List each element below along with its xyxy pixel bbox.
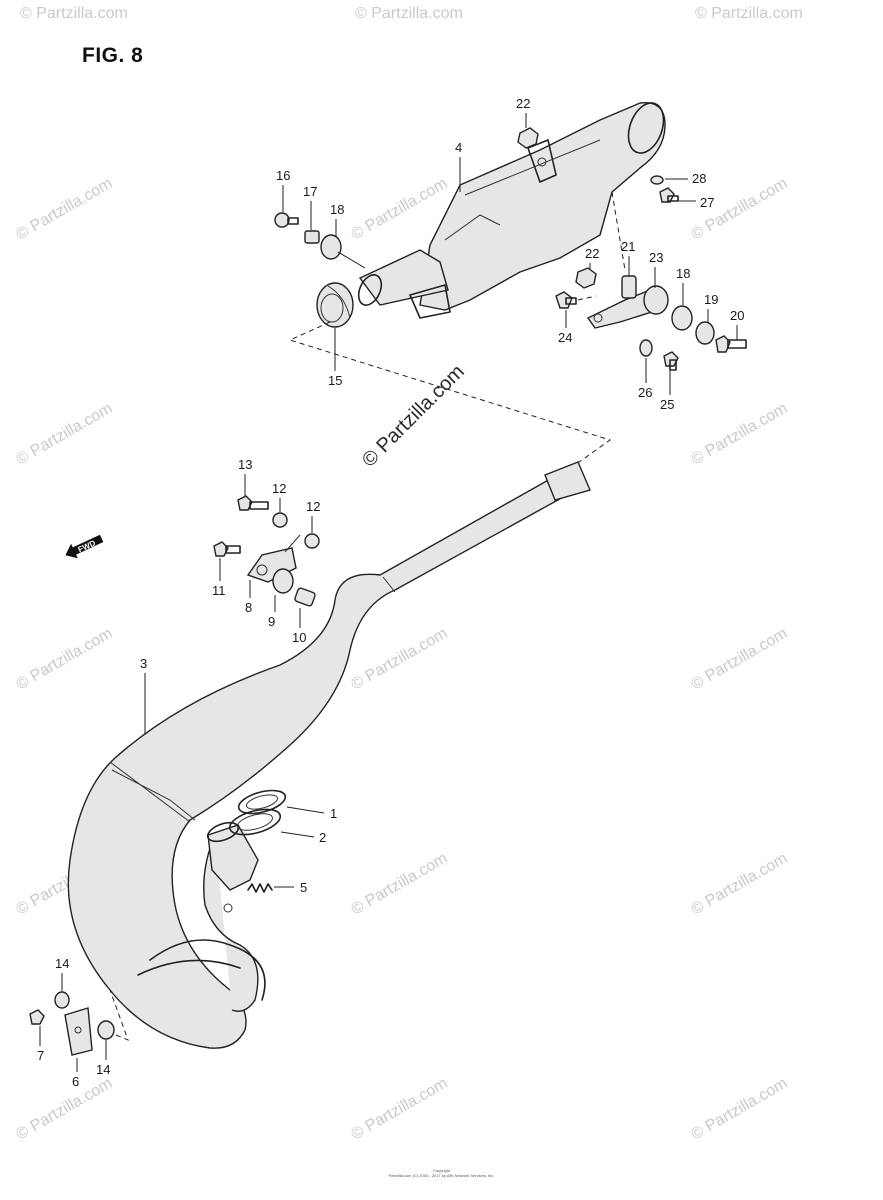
callout-label: 14 (55, 956, 69, 971)
assembly-line (109, 989, 129, 1041)
damper-part-18-right (671, 305, 693, 331)
gasket-part-1 (237, 789, 287, 815)
copyright-footer: Copyright Partzilla.com (C) 2004 - 2017 … (0, 1168, 883, 1178)
bolt-part-16 (274, 212, 299, 228)
gasket-part-2 (228, 808, 282, 836)
watermark: © Partzilla.com (689, 400, 791, 469)
assembly-line (288, 321, 612, 466)
washer-part-14-bottom (97, 1020, 115, 1040)
callout-label: 4 (455, 140, 462, 155)
callout-label: 13 (238, 457, 252, 472)
collar-part-19 (695, 321, 715, 345)
assembly-line (577, 295, 597, 301)
callout-label: 18 (676, 266, 690, 281)
callout-label: 19 (704, 292, 718, 307)
watermark: © Partzilla.com (689, 1075, 791, 1144)
watermark: © Partzilla.com (20, 5, 128, 22)
bolt-part-11 (213, 541, 241, 557)
callout-label: 26 (638, 385, 652, 400)
watermark: © Partzilla.com (689, 850, 791, 919)
damper-part-9 (272, 568, 294, 594)
watermark: © Partzilla.com (355, 5, 463, 22)
grommet-part-15 (316, 282, 354, 328)
callout-label: 27 (700, 195, 714, 210)
callout-label: 24 (558, 330, 572, 345)
leader (337, 251, 366, 269)
copyright-line: Copyright (432, 1168, 451, 1173)
svg-text:FWD: FWD (77, 538, 98, 554)
nut-part-22-bottom (575, 267, 597, 289)
bolt-part-27 (659, 187, 679, 203)
collar-part-17 (304, 230, 320, 244)
callout-label: 22 (585, 246, 599, 261)
callout-label: 28 (692, 171, 706, 186)
callout-label: 25 (660, 397, 674, 412)
collar-part-23 (643, 285, 669, 315)
callout-label: 3 (140, 656, 147, 671)
washer-part-14-top (54, 991, 70, 1009)
washer-part-28 (650, 175, 664, 185)
nut-part-22-top (517, 127, 539, 149)
callout-label: 14 (96, 1062, 110, 1077)
callout-label: 7 (37, 1048, 44, 1063)
watermark: © Partzilla.com (14, 625, 116, 694)
watermark: © Partzilla.com (349, 625, 451, 694)
watermark: © Partzilla.com (349, 850, 451, 919)
bolt-part-25 (663, 351, 679, 371)
watermark: © Partzilla.com (689, 625, 791, 694)
watermark: © Partzilla.com (14, 175, 116, 244)
watermark: © Partzilla.com (14, 1075, 116, 1144)
callout-label: 1 (330, 806, 337, 821)
callout-label: 23 (649, 250, 663, 265)
collar-part-10 (294, 587, 316, 607)
watermark-center: © Partzilla.com (358, 361, 469, 472)
callout-label: 18 (330, 202, 344, 217)
exhaust-pipe-part-3 (67, 461, 591, 1049)
callout-label: 8 (245, 600, 252, 615)
callout-label: 15 (328, 373, 342, 388)
washer-part-12-b (304, 533, 320, 549)
watermark: © Partzilla.com (349, 175, 451, 244)
callout-label: 20 (730, 308, 744, 323)
callout-label: 5 (300, 880, 307, 895)
bracket-part-6 (64, 1007, 93, 1056)
callout-label: 6 (72, 1074, 79, 1089)
watermark: © Partzilla.com (695, 5, 803, 22)
callout-label: 11 (212, 583, 226, 598)
spring-part-5 (247, 883, 273, 893)
fwd-arrow-icon: FWD (65, 534, 104, 559)
callout-label: 21 (621, 239, 635, 254)
copyright-line: Partzilla.com (C) 2004 - 2017 by ARI Net… (388, 1173, 495, 1178)
callout-label: 9 (268, 614, 275, 629)
watermark: © Partzilla.com (349, 1075, 451, 1144)
callout-label: 10 (292, 630, 306, 645)
damper-part-18 (320, 234, 342, 260)
callout-label: 22 (516, 96, 530, 111)
assembly-line (611, 191, 626, 271)
bolt-part-13 (237, 495, 269, 511)
bolt-part-24 (555, 291, 577, 309)
figure-title: FIG. 8 (82, 44, 144, 67)
bolt-part-7 (29, 1009, 45, 1025)
callout-label: 12 (306, 499, 320, 514)
silencer-part-4 (357, 101, 666, 319)
watermark: © Partzilla.com (14, 400, 116, 469)
washer-part-26 (639, 339, 653, 357)
callout-label: 16 (276, 168, 290, 183)
washer-part-12-a (272, 512, 288, 528)
callout-label: 12 (272, 481, 286, 496)
bolt-part-20 (715, 335, 747, 353)
callout-label: 17 (303, 184, 317, 199)
callouts: 1 2 3 4 5 6 7 8 9 10 11 12 12 13 14 14 1… (37, 96, 744, 1089)
callout-label: 2 (319, 830, 326, 845)
